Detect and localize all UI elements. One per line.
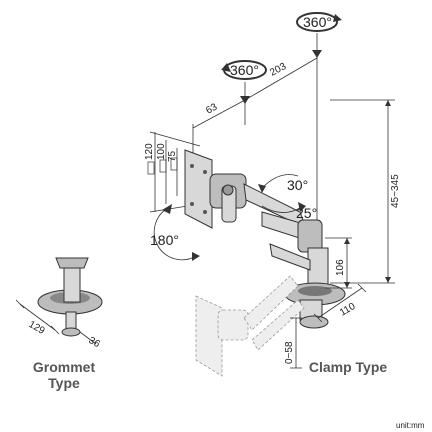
top-rotation-label: 360°: [303, 14, 332, 30]
unit-label: unit:mm: [396, 421, 425, 430]
tilt-down-label: 25°: [296, 205, 317, 221]
grommet-base: 129 36: [15, 257, 103, 350]
pan-label: 180°: [150, 232, 179, 248]
vesa-120-label: 120: [144, 143, 155, 160]
vesa-dimensions: 120 100 75: [144, 131, 201, 213]
grommet-post: [63, 267, 81, 303]
top-rotation-indicator: 360°: [296, 12, 342, 58]
pan-indicator: 180°: [150, 204, 200, 261]
tilt-up-label: 30°: [287, 177, 308, 193]
clamp-knob: [299, 315, 329, 329]
offset-dimension: 63: [192, 99, 246, 160]
height-range-label: 45~345: [390, 174, 401, 208]
grommet-caption-line1: Grommet: [33, 359, 96, 375]
elbow-joint: [297, 219, 323, 253]
vesa-plate: [184, 149, 213, 229]
grommet-depth-label: 36: [87, 335, 103, 350]
vesa-100-label: 100: [156, 143, 167, 160]
mid-rotation-indicator: 360°: [221, 60, 267, 104]
clamp-range-label: 0~58: [284, 341, 295, 364]
vesa-75-label: 75: [167, 150, 178, 162]
grommet-collar: [55, 257, 89, 269]
mid-rotation-label: 360°: [230, 62, 259, 78]
clamp-caption: Clamp Type: [309, 359, 388, 375]
grommet-caption-line2: Type: [48, 375, 80, 391]
pole-height-dimension: 106: [325, 237, 352, 289]
clamp-range-dimension: 0~58: [284, 317, 302, 369]
tilt-indicator: 30° 25°: [258, 174, 317, 221]
lower-arm: [269, 243, 311, 271]
monitor-arm: [184, 149, 346, 329]
height-range-dimension: 45~345: [330, 99, 401, 284]
offset-label: 63: [204, 102, 219, 117]
clamp-width-label: 110: [338, 301, 358, 319]
ghost-arm: [195, 275, 305, 377]
pole-height-label: 106: [335, 259, 346, 276]
